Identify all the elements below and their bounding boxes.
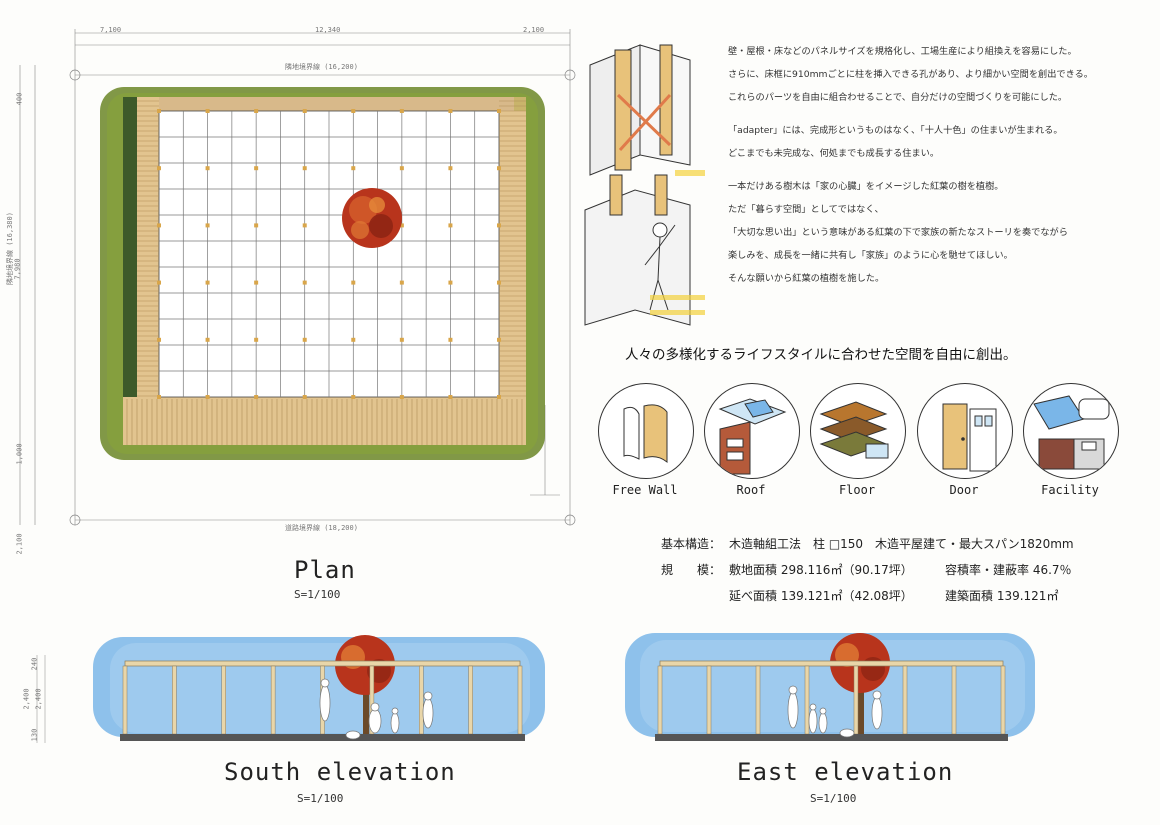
east-elevation-drawing	[615, 625, 1045, 750]
note-line: 壁・屋根・床などのパネルサイズを規格化し、工場生産により組換えを容易にした。	[728, 46, 1077, 57]
dim-top-3: 2,100	[523, 26, 545, 34]
dim-left-4: 2,100	[15, 533, 24, 555]
south-dim-1: 240	[30, 657, 39, 671]
plan-dimension-lines	[19, 29, 571, 525]
plan-grid	[159, 111, 499, 397]
panel-sketch	[580, 25, 730, 335]
free-wall-icon	[598, 383, 694, 479]
south-title: South elevation	[224, 758, 456, 786]
deck-bottom	[123, 397, 526, 445]
dim-inner-top: 隣地境界線 (16,200)	[285, 63, 358, 71]
dim-top-1: 7,100	[100, 26, 122, 34]
south-dim-2: 2,400	[22, 688, 31, 710]
door-icon	[917, 383, 1013, 479]
dim-bottom: 道路境界線 (18,200)	[285, 524, 358, 532]
note-line: 「adapter」には、完成形というものはなく、「十人十色」の住まいが生まれる。	[728, 125, 1063, 136]
door-label: Door	[949, 483, 979, 497]
spec-row2-a: 敷地面積 298.116㎡（90.17坪）	[729, 563, 913, 577]
spec-row3-a: 延べ面積 139.121㎡（42.08坪）	[729, 589, 913, 603]
note-line: ただ「暮らす空間」としてではなく、	[728, 204, 884, 215]
dim-top-2: 12,340	[315, 26, 341, 34]
plan-title: Plan	[294, 556, 356, 584]
south-elevation-drawing: 240 2,400 2,400 130	[15, 625, 555, 750]
note-line: 楽しみを、成長を一緒に共有し「家族」のように心を馳せてほしい。	[728, 250, 1013, 261]
spec-row2-b: 容積率・建蔽率 46.7％	[945, 563, 1072, 577]
spec-row1-value: 木造軸組工法 柱 □150 木造平屋建て・最大スパン1820mm	[729, 537, 1074, 551]
note-line: どこまでも未完成な、何処までも成長する住まい。	[728, 148, 940, 159]
south-scale: S=1/100	[297, 792, 344, 805]
dim-left-3: 1,000	[15, 443, 24, 465]
east-scale: S=1/100	[810, 792, 857, 805]
south-dim-4: 130	[30, 728, 39, 742]
dim-left-1: 400	[15, 92, 24, 106]
note-line: 一本だけある樹木は「家の心臓」をイメージした紅葉の樹を植樹。	[728, 181, 1004, 192]
headline: 人々の多様化するライフスタイルに合わせた空間を自由に創出。	[625, 347, 1017, 363]
south-dim-3: 2,400	[34, 688, 43, 710]
facility-label: Facility	[1041, 483, 1099, 497]
note-line: さらに、床框に910mmごとに柱を挿入できる孔があり、より細かい空間を創出できる…	[728, 69, 1093, 80]
dim-left-2: 7,980	[13, 258, 22, 280]
free-wall-label: Free Wall	[612, 483, 678, 497]
roof-icon	[704, 383, 800, 479]
note-line: これらのパーツを自由に組合わせることで、自分だけの空間づくりを可能にした。	[728, 92, 1068, 103]
deck-left	[137, 97, 159, 397]
facility-icon	[1023, 383, 1119, 479]
plan-tree	[342, 188, 402, 248]
spec-row2-label: 規 模：	[661, 563, 722, 577]
floor-icon	[810, 383, 906, 479]
spec-row1-label: 基本構造：	[661, 537, 722, 551]
plan-drawing: 7,100 12,340 2,100 隣地境界線 (16,200) 道路境界線 …	[6, 25, 585, 555]
east-title: East elevation	[737, 758, 954, 786]
note-line: そんな願いから紅葉の植樹を施した。	[728, 273, 885, 284]
plan-columns	[157, 109, 501, 399]
plan-svg	[19, 29, 576, 526]
note-line: 「大切な思い出」という意味がある紅葉の下で家族の新たなストーリを奏でながら	[728, 227, 1068, 238]
plan-scale: S=1/100	[294, 588, 341, 601]
roof-label: Roof	[736, 483, 766, 497]
spec-row3-b: 建築面積 139.121㎡	[945, 589, 1059, 603]
notes-block: 壁・屋根・床などのパネルサイズを規格化し、工場生産により組換えを容易にした。 さ…	[728, 40, 1148, 290]
floor-label: Floor	[838, 483, 876, 497]
